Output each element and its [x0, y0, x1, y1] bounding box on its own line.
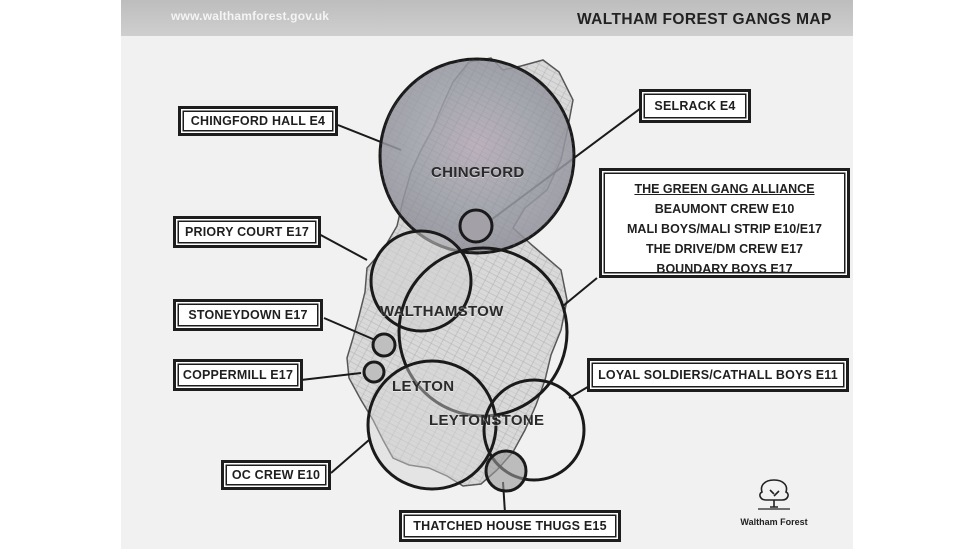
map-drawing	[300, 57, 642, 514]
selrack-circle	[458, 208, 494, 244]
thatched-house-circle	[484, 449, 528, 493]
area-leyton: LEYTON	[392, 378, 455, 395]
council-logo: Waltham Forest	[729, 476, 819, 527]
logo-text: Waltham Forest	[740, 517, 808, 527]
loyal-soldiers-circle	[482, 378, 586, 482]
council-url[interactable]: www.walthamforest.gov.uk	[171, 9, 330, 23]
area-leytonstone: LEYTONSTONE	[429, 412, 545, 429]
alliance-member: BEAUMONT CREW E10	[654, 202, 795, 216]
map-sheet: www.walthamforest.gov.uk WALTHAM FOREST …	[121, 0, 853, 549]
alliance-member: THE DRIVE/DM CREW E17	[646, 242, 803, 256]
area-walthamstow: WALTHAMSTOW	[380, 303, 504, 320]
label-coppermill: COPPERMILL E17	[173, 359, 303, 391]
label-chingford-hall: CHINGFORD HALL E4	[178, 106, 338, 136]
label-priory-court: PRIORY COURT E17	[173, 216, 321, 248]
green-gang-alliance-box: THE GREEN GANG ALLIANCE BEAUMONT CREW E1…	[599, 168, 850, 278]
label-loyal-soldiers: LOYAL SOLDIERS/CATHALL BOYS E11	[587, 358, 849, 392]
stoneydown-circle	[371, 332, 397, 358]
alliance-member: BOUNDARY BOYS E17	[656, 262, 793, 276]
area-chingford: CHINGFORD	[431, 164, 525, 181]
walthamstow-circle	[397, 246, 569, 418]
label-stoneydown: STONEYDOWN E17	[173, 299, 323, 331]
tree-icon	[758, 479, 790, 510]
oc-crew-circle	[366, 359, 498, 491]
map-title: WALTHAM FOREST GANGS MAP	[577, 11, 832, 28]
alliance-heading: THE GREEN GANG ALLIANCE	[634, 182, 815, 196]
header-bar: www.walthamforest.gov.uk	[121, 0, 853, 36]
label-oc-crew: OC CREW E10	[221, 460, 331, 490]
coppermill-circle	[362, 360, 386, 384]
label-thatched-house: THATCHED HOUSE THUGS E15	[399, 510, 621, 542]
alliance-member: MALI BOYS/MALI STRIP E10/E17	[627, 222, 822, 236]
label-selrack: SELRACK E4	[639, 89, 751, 123]
